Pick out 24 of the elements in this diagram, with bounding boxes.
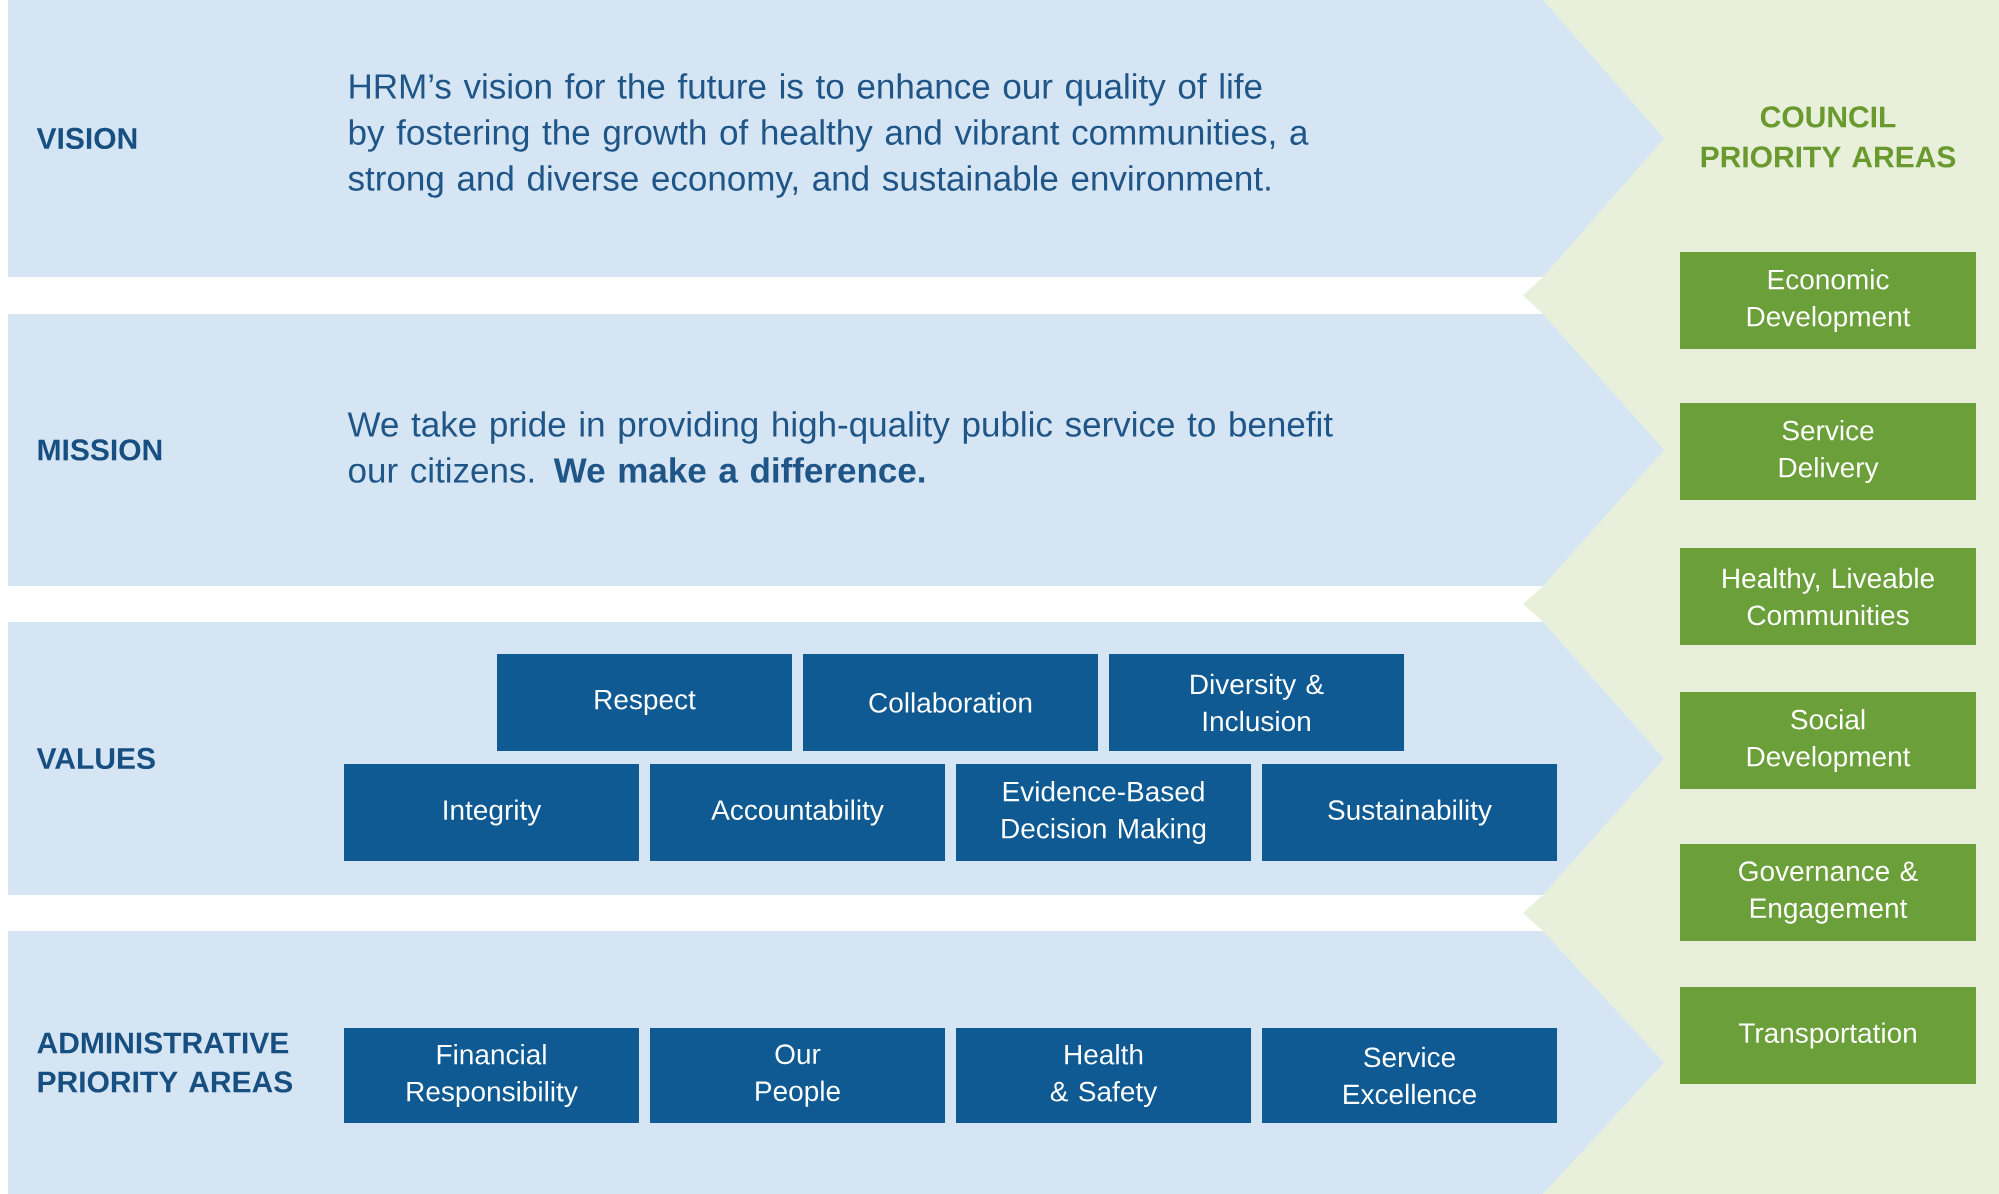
band-heading: VALUES <box>36 747 155 770</box>
value-box: Integrity <box>344 764 639 861</box>
band-heading: MISSION <box>38 439 162 461</box>
band-heading: ADMINISTRATIVE PRIORITY AREAS <box>37 1032 293 1093</box>
value-box: Service Excellence <box>1262 1028 1557 1123</box>
value-box: Diversity & Inclusion <box>1109 654 1404 751</box>
value-box: Our People <box>650 1028 945 1123</box>
priority-box: Governance & Engagement <box>1680 844 1977 941</box>
band-text: We take pride in providing high-quality public service to benefit our citizens. We make a difference. <box>347 411 1333 483</box>
value-box: Collaboration <box>803 654 1098 751</box>
value-box: Evidence-Based Decision Making <box>956 764 1251 861</box>
value-box: Sustainability <box>1262 764 1557 861</box>
priority-box: Social Development <box>1680 692 1977 789</box>
value-box: Financial Responsibility <box>344 1028 639 1123</box>
value-box: Accountability <box>650 764 945 861</box>
band-heading: VISION <box>36 127 137 150</box>
priority-box: Service Delivery <box>1680 403 1977 500</box>
value-box: Health & Safety <box>956 1028 1251 1123</box>
priority-box: Healthy, Liveable Communities <box>1680 548 1977 645</box>
priority-box: Economic Development <box>1680 252 1977 349</box>
value-box: Respect <box>497 654 792 751</box>
band-text: HRM’s vision for the future is to enhance our quality of life by fostering the growth of healthy and vibrant communities, a strong and diverse economy, and sustainable environment. <box>348 73 1309 198</box>
priority-box: Transportation <box>1680 987 1977 1084</box>
panel-heading: COUNCIL PRIORITY AREAS <box>1701 106 1956 168</box>
